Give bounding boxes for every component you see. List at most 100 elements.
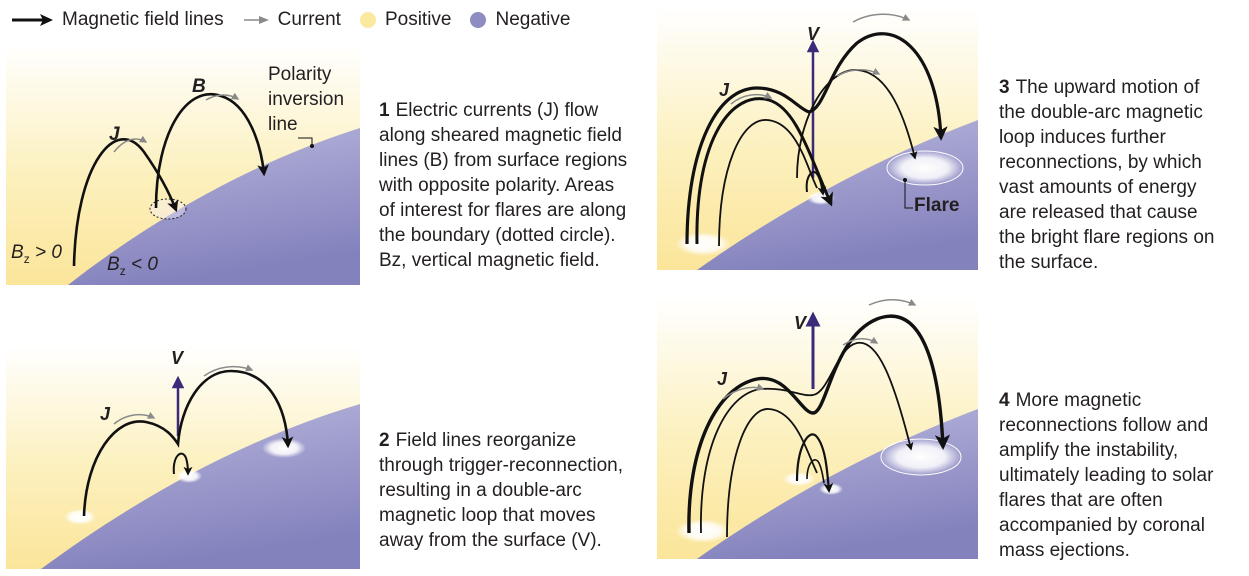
double-arc-loop	[82, 369, 294, 517]
current-arrow	[842, 336, 879, 346]
panel-4-illustration: V J	[657, 297, 978, 559]
field-line-j	[72, 138, 179, 267]
label-V: V	[807, 24, 820, 44]
caption-3-line-3: reconnections, by which	[999, 152, 1202, 173]
bz-positive-rel: > 0	[29, 242, 62, 263]
caption-3-line-0: The upward motion of	[1015, 77, 1200, 98]
bz-positive-sub: z	[23, 251, 30, 266]
small-loop	[172, 452, 193, 476]
legend-current: Current	[242, 9, 341, 31]
caption-3-number: 3	[999, 77, 1010, 98]
polarity-leader	[298, 137, 313, 146]
polarity-label: Polarity inversion line	[268, 62, 344, 137]
label-J: J	[719, 80, 730, 100]
caption-4-line-0: More magnetic	[1015, 390, 1142, 411]
double-arc-loop	[687, 314, 951, 534]
polarity-line-2: inversion	[268, 89, 345, 110]
legend-positive-label: Positive	[384, 9, 452, 30]
panel-1-illustration: B J Polarity inversion line Bz > 0 Bz < …	[6, 44, 360, 285]
footpoint-spot	[64, 509, 96, 525]
caption-1-line-2: lines (B) from surface regions	[379, 150, 628, 171]
legend-current-label: Current	[277, 9, 341, 30]
current-arrow-right	[203, 364, 254, 377]
legend-field-lines-label: Magnetic field lines	[62, 9, 224, 30]
current-arrow	[852, 13, 911, 23]
bz-positive-b: B	[11, 242, 24, 263]
caption-2-line-1: through trigger-reconnection,	[379, 455, 623, 476]
field-line-inner	[718, 119, 818, 247]
label-B: B	[192, 76, 206, 97]
polarity-line-1: Polarity	[268, 64, 332, 85]
caption-3-line-5: are released that cause	[999, 202, 1198, 223]
caption-1-line-3: with opposite polarity. Areas	[379, 175, 615, 196]
current-arrow	[722, 383, 765, 400]
label-flare: Flare	[914, 195, 960, 216]
current-arrow	[730, 91, 773, 105]
small-loop	[795, 433, 834, 493]
caption-2-number: 2	[379, 430, 390, 451]
caption-4-line-4: flares that are often	[999, 490, 1163, 511]
legend-positive: Positive	[359, 9, 452, 31]
current-arrow	[868, 298, 917, 306]
caption-3-line-4: vast amounts of energy	[999, 177, 1197, 198]
caption-2-line-3: magnetic loop that moves	[379, 505, 596, 526]
positive-swatch-icon	[359, 12, 376, 28]
field-line-outer	[695, 97, 833, 245]
caption-4-line-6: mass ejections.	[999, 540, 1130, 561]
caption-3-line-1: the double-arc magnetic	[999, 102, 1203, 123]
caption-4-line-1: reconnections follow and	[999, 415, 1209, 436]
caption-2-line-2: resulting in a double-arc	[379, 480, 582, 501]
legend-negative-label: Negative	[495, 9, 571, 30]
footpoint-spot	[176, 469, 202, 483]
footpoint-spot	[675, 519, 731, 543]
caption-1-line-4: of interest for flares are along	[379, 200, 627, 221]
negative-region	[68, 128, 360, 285]
small-loop	[806, 459, 825, 484]
bz-negative-rel: < 0	[125, 254, 158, 275]
caption-4-number: 4	[999, 390, 1010, 411]
label-J: J	[100, 404, 111, 424]
footpoint-spot	[783, 472, 815, 486]
label-V: V	[171, 348, 184, 368]
caption-3-line-7: the surface.	[999, 252, 1099, 273]
caption-2-line-4: away from the surface (V).	[379, 530, 602, 551]
current-arrow-j	[113, 411, 156, 425]
bz-negative-b: B	[107, 254, 120, 275]
footpoint-spot	[262, 438, 306, 458]
footpoint-spot	[675, 232, 731, 256]
negative-swatch-icon	[470, 12, 487, 28]
bz-negative-sub: z	[119, 263, 126, 278]
field-line-arrow-icon	[12, 14, 53, 26]
caption-4-line-3: ultimately leading to solar	[999, 465, 1214, 486]
caption-1-line-6: Bz, vertical magnetic field.	[379, 250, 600, 271]
caption-3-line-6: the bright flare regions on	[999, 227, 1215, 248]
bz-positive-label: Bz > 0	[11, 242, 62, 266]
field-line-second	[700, 341, 914, 534]
panel-3-illustration: V J Flare	[657, 8, 978, 270]
caption-1-line-1: along sheared magnetic field	[379, 125, 622, 146]
caption-1-number: 1	[379, 100, 390, 121]
flare-spot	[886, 150, 964, 186]
caption-1-line-0: Electric currents (J) flow	[395, 100, 599, 121]
current-arrow	[836, 67, 881, 77]
caption-1-line-5: the boundary (dotted circle).	[379, 225, 616, 246]
label-J: J	[109, 124, 120, 145]
current-arrow-b	[205, 92, 240, 101]
legend: Magnetic field lines Current Positive Ne…	[10, 6, 588, 34]
caption-4-line-2: amplify the instability,	[999, 440, 1179, 461]
legend-negative: Negative	[469, 9, 570, 31]
current-arrow-j	[113, 135, 148, 153]
footpoint-spot	[819, 483, 843, 495]
caption-2-line-0: Field lines reorganize	[395, 430, 577, 451]
flare-leader	[904, 180, 913, 209]
flare-spot	[880, 438, 962, 476]
legend-field-lines: Magnetic field lines	[10, 9, 224, 31]
polarity-line-3: line	[268, 114, 298, 135]
